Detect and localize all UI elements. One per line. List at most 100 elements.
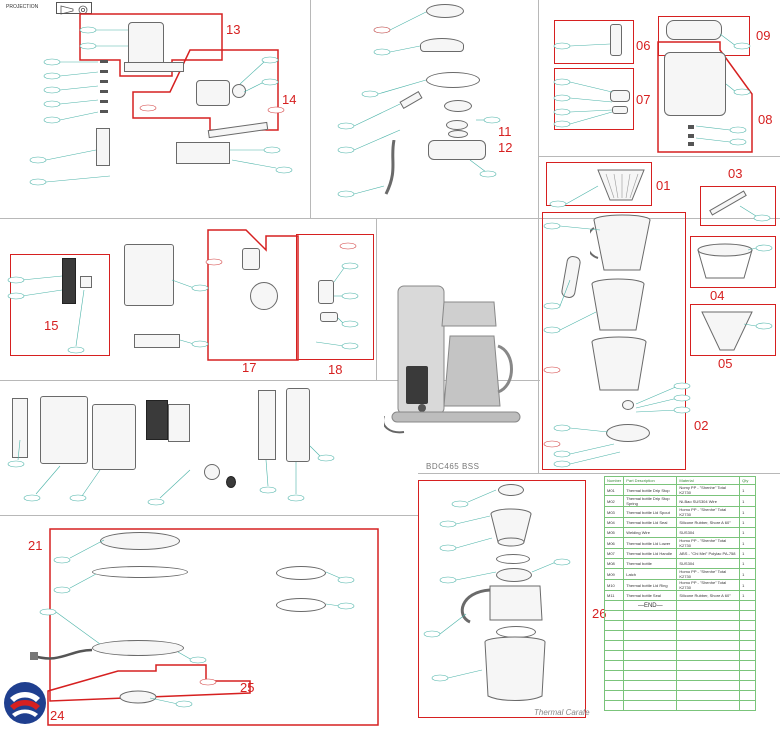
seal-ring-part [448,130,468,138]
water-reservoir-part [664,52,726,116]
warming-ring-part [276,566,326,580]
projection-label: PROJECTION [6,4,39,10]
cell-mat: Silicone Rubber, Shore A 60° [676,517,741,528]
cell-qty: 1 [739,484,756,496]
carafe-lid-part [488,508,534,548]
cell-desc: Thermal bottle Lid Seal [623,517,678,528]
group-number-15: 15 [44,318,59,333]
cell-desc: Thermal bottle [623,558,678,569]
cell-mat: Homo PP - "Shenhe" Total K2730 [676,506,741,518]
circuit-board-part [134,334,180,348]
cell-desc: Thermal bottle Drip Stop Spring [623,495,678,507]
basket-ring-part [696,242,754,282]
front-panel-right-part [92,404,136,470]
control-board-part [258,390,276,460]
cell-num: M02 [603,495,625,507]
filter-basket-part [596,166,646,202]
group-number-09: 09 [756,28,771,43]
warming-plate-top-part [100,532,180,550]
hose-part [380,139,404,196]
group-number-25: 25 [240,680,255,695]
divider-v-1 [310,0,311,218]
parts-table-header: Number Part Description Material Qty [603,476,756,485]
group-number-06: 06 [636,38,651,53]
carafe-body-part [480,636,550,702]
warming-ring-2-part [276,598,326,612]
cell-qty: 1 [739,495,756,507]
cell-desc: Thermal bottle Lid Lower [623,537,678,549]
divider-h-mid [0,380,540,381]
reservoir-screws [686,124,696,148]
side-panel-part [12,398,28,458]
group-01-box [546,162,652,206]
heating-element-part [250,282,278,310]
cell-desc: Thermal bottle Seal [623,590,678,601]
carafe-lid-ring-part [496,554,530,564]
group-02-box [542,212,686,470]
brew-basket-part [586,214,654,274]
cell-qty: 1 [739,579,756,591]
basket-base-part [606,424,650,442]
basket-shell-part [590,336,648,394]
cell-qty: 1 [739,527,756,538]
group-17-outline [207,229,299,361]
tank-base-part [124,62,184,72]
group-21-24-25-outline [47,528,379,726]
spray-disc-part [444,100,472,112]
carafe-body-upper-part [450,582,550,624]
projection-symbol-icon [56,2,92,15]
table-end-row: —END— [603,600,756,611]
thermostat-part [242,248,260,270]
small-parts-column [98,58,110,118]
group-number-11: 11 [498,124,512,139]
group-number-01: 01 [656,178,671,193]
cell-num: M10 [603,579,625,591]
display-window-part [146,400,168,440]
group-number-03: 03 [728,166,743,181]
group-number-05: 05 [718,356,733,371]
control-clip-part [80,276,92,288]
base-plate-part [92,640,184,656]
cell-qty: 1 [739,517,756,528]
group-15-box [10,254,110,356]
feet-part [118,688,158,706]
pump-bracket-part [320,312,338,322]
cell-qty: 1 [739,558,756,569]
cell-mat: SUS304 [676,527,741,538]
main-housing-part [124,244,174,306]
display-cover-part [168,404,190,442]
cell-mat: ABS - "Chi Mei" Polylac PA-758 [676,548,741,559]
cell-desc: Thermal bottle Lid Handle [623,548,678,559]
cell-mat: Ni-Bao SUS304 Wire [676,495,741,507]
cell-num: M07 [603,548,625,559]
switch-panel-part [96,128,110,166]
divider-h-top [0,218,780,219]
divider-h-low [0,515,418,516]
valve-part [232,84,246,98]
cell-qty: 1 [739,537,756,549]
group-number-08: 08 [758,112,773,127]
cell-num: M05 [603,527,625,538]
group-18-box [296,234,374,360]
cell-mat: Silicone Rubber, Shore A 60° [676,590,741,601]
divider-v-2 [538,0,539,473]
cell-qty: 1 [739,506,756,518]
pump-part [318,280,334,304]
group-number-21: 21 [28,538,43,553]
parts-table: Number Part Description Material Qty M01… [603,476,756,711]
cell-desc: Thermal bottle Lid Ring [623,579,678,591]
carafe-seal-part [496,568,532,582]
control-strip-part [62,258,76,304]
cell-num: M06 [603,537,625,549]
cell-mat: Homo PP - "Shenhe" Total K2730 [676,537,741,549]
col-number: Number [603,476,625,485]
group-number-24: 24 [50,708,65,723]
divider-h-bottom-right [418,473,780,474]
group-number-02: 02 [694,418,709,433]
company-logo-icon [2,680,48,726]
group-number-14: 14 [282,92,297,107]
